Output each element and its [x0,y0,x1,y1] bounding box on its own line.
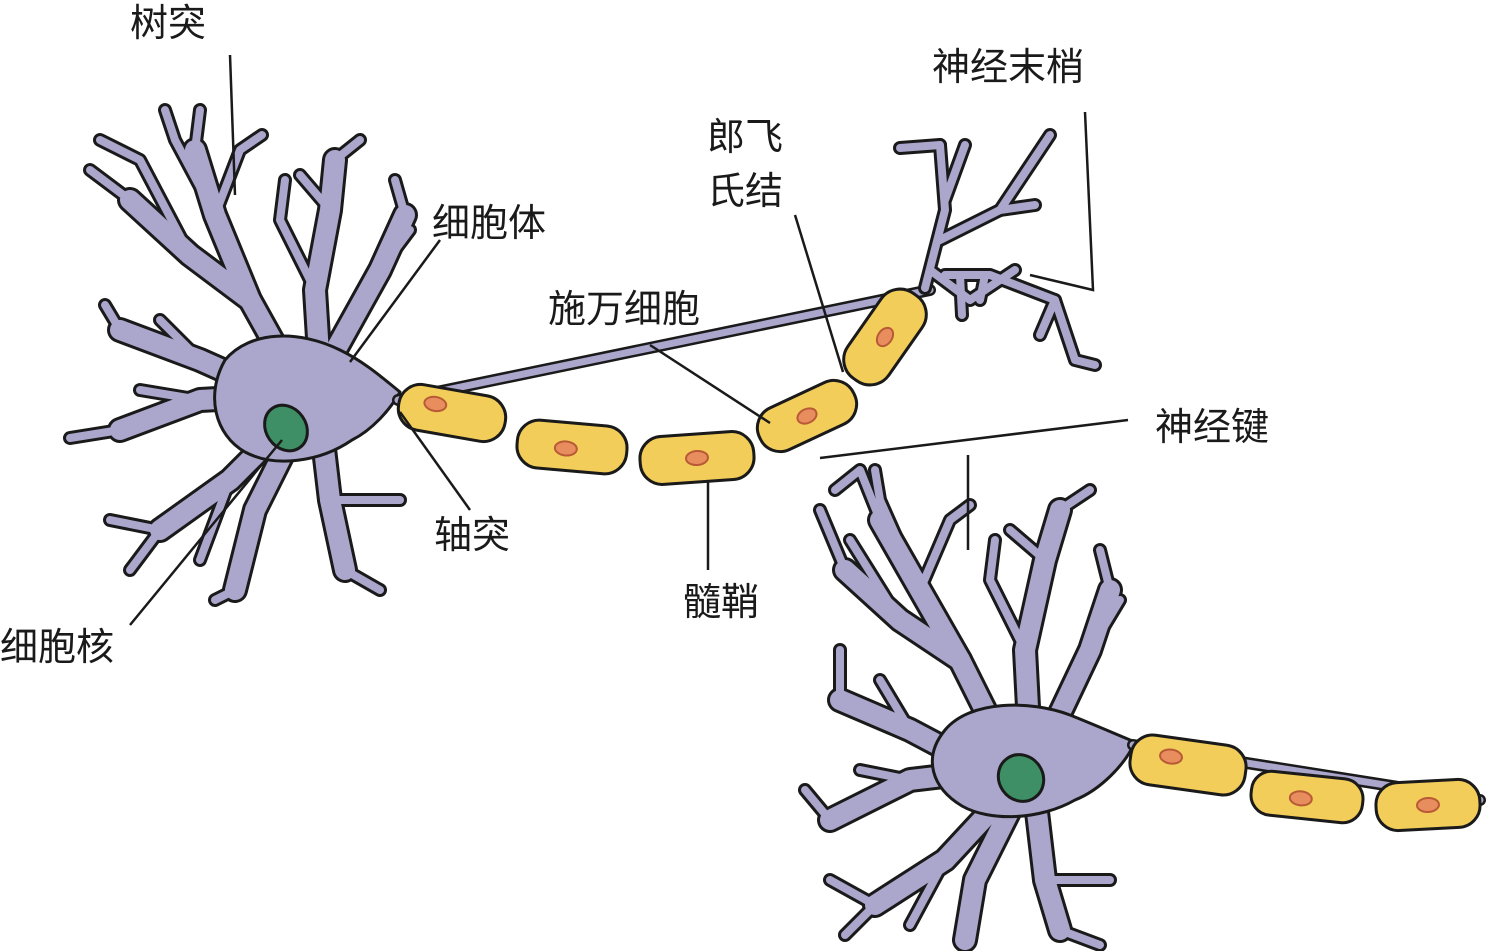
leader-node-ranvier [793,214,845,373]
schwann-nucleus [1159,748,1183,765]
schwann-nucleus [875,326,895,348]
schwann-nucleus [685,449,709,467]
dendrites-2 [798,463,1127,951]
leader-cell-body [348,239,442,363]
label-schwann-cell: 施万细胞 [548,287,700,331]
myelin-sheath-1 [396,287,928,486]
axon-terminals [893,128,1102,372]
label-nerve-ending: 神经末梢 [932,45,1084,89]
label-nucleus: 细胞核 [0,625,114,669]
schwann-nucleus [1288,790,1313,807]
schwann-nucleus [423,395,448,413]
label-dendrite: 树突 [130,1,206,45]
label-synapse: 神经键 [1155,405,1269,449]
nucleus-1 [263,403,309,453]
myelin-sheath-2 [1128,733,1482,833]
neuron-2 [798,463,1486,951]
leader-axon [398,411,472,511]
leader-synapse [819,418,1129,460]
leader-dendrite [228,54,237,196]
leader-schwann [649,343,771,425]
myelin-segment [396,382,508,444]
leader-nerve-ending [1029,111,1095,292]
nucleus-2 [996,753,1046,803]
cell-body-1 [213,334,402,463]
leader-lines [129,54,1129,626]
myelin-segment [1128,733,1248,797]
label-node-ranvier-1: 郎飞 [707,115,783,159]
label-cell-body: 细胞体 [432,201,546,245]
label-node-ranvier-2: 氏结 [707,169,783,213]
leader-nucleus [129,439,283,626]
schwann-nucleus [1416,796,1440,814]
neuron-1 [63,103,1102,607]
schwann-nucleus [796,407,818,425]
schwann-nucleus [553,440,578,457]
labels: 树突 神经末梢 郎飞 氏结 细胞体 施万细胞 神经键 轴突 髓鞘 细胞核 [0,1,1269,669]
label-axon: 轴突 [434,513,510,557]
label-myelin-sheath: 髓鞘 [683,580,759,624]
